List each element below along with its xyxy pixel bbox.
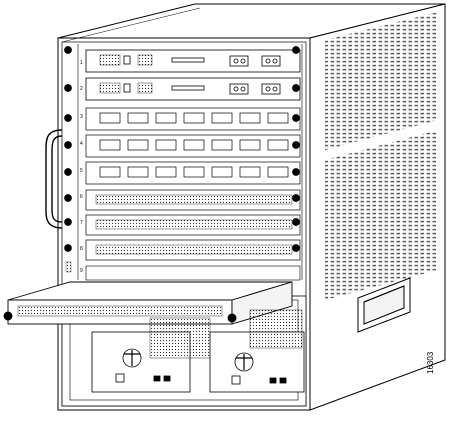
supervisor-module-1: [64, 46, 301, 73]
power-supply-right: [209, 309, 305, 393]
slot-numbers: 1 2 3 4 5 6 7 8 9: [80, 60, 83, 274]
slot-number: 4: [80, 141, 83, 147]
chassis-side-handle: [357, 277, 411, 333]
slot-number: 2: [80, 86, 83, 92]
line-card-being-inserted: [3, 281, 293, 325]
front-left-handle: [45, 129, 63, 229]
slot-number: 6: [80, 194, 83, 200]
empty-slot-9: [65, 261, 301, 281]
slot-number: 3: [80, 114, 83, 120]
slot-number: 5: [80, 168, 83, 174]
line-card-4: [64, 134, 301, 158]
slot-number: 8: [80, 246, 83, 252]
supervisor-module-2: [64, 77, 301, 101]
figure-id-label: 16303: [426, 351, 435, 374]
power-supply-left: [91, 317, 211, 393]
line-card-8: [64, 239, 301, 261]
slot-number: 1: [80, 60, 83, 66]
line-card-7: [64, 214, 301, 236]
side-vent-grid: [325, 12, 438, 300]
line-card-3: [64, 107, 301, 131]
slot-number: 9: [80, 268, 83, 274]
line-card-6: [64, 189, 301, 211]
slot-number: 7: [80, 220, 83, 226]
line-card-5: [64, 161, 301, 185]
